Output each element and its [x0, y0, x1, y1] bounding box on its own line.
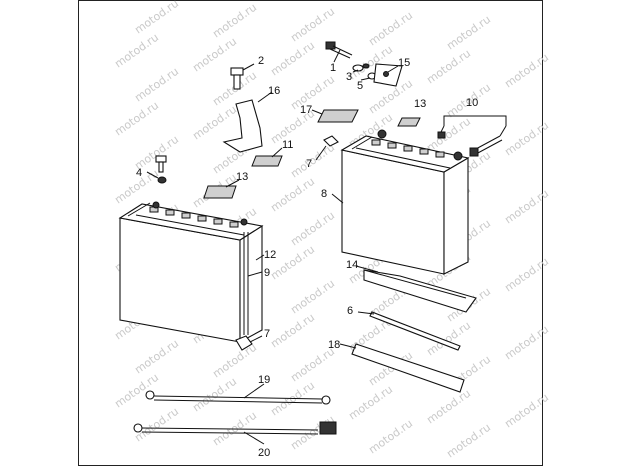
watermark-text: motod.ru: [210, 1, 259, 41]
watermark-text: motod.ru: [210, 341, 259, 381]
callout-5: 5: [357, 80, 363, 92]
watermark-text: motod.ru: [268, 39, 317, 79]
watermark-text: motod.ru: [424, 115, 473, 155]
pad-11: [251, 155, 283, 167]
bracket-15: [373, 63, 403, 87]
watermark-text: motod.ru: [288, 141, 337, 181]
screw-2: [230, 67, 244, 90]
callout-14: 14: [346, 259, 358, 271]
watermark-text: motod.ru: [112, 99, 161, 139]
watermark-text: motod.ru: [132, 337, 181, 377]
cable-19: [145, 390, 331, 405]
watermark-text: motod.ru: [288, 209, 337, 249]
cable-20: [133, 421, 337, 435]
callout-1: 1: [330, 62, 336, 74]
watermark-text: motod.ru: [366, 417, 415, 457]
cell-caps-right: [371, 139, 445, 158]
callout-18: 18: [328, 339, 340, 351]
watermark-text: motod.ru: [190, 375, 239, 415]
watermark-text: motod.ru: [424, 387, 473, 427]
watermark-text: motod.ru: [288, 73, 337, 113]
battery-left: [118, 201, 264, 343]
callout-9: 9: [264, 267, 270, 279]
callout-6: 6: [347, 305, 353, 317]
nut-7-top: [323, 135, 339, 147]
watermark-text: motod.ru: [502, 187, 551, 227]
watermark-text: motod.ru: [288, 5, 337, 45]
watermark-text: motod.ru: [132, 0, 181, 36]
watermark-text: motod.ru: [112, 31, 161, 71]
watermark-text: motod.ru: [112, 371, 161, 411]
watermark-text: motod.ru: [190, 103, 239, 143]
watermark-text: motod.ru: [346, 383, 395, 423]
watermark-text: motod.ru: [502, 391, 551, 431]
watermark-text: motod.ru: [502, 255, 551, 295]
pad-14: [363, 269, 477, 313]
watermark-text: motod.ru: [424, 47, 473, 87]
screw-4: [155, 155, 167, 184]
strip-18: [351, 343, 465, 393]
watermark-text: motod.ru: [444, 13, 493, 53]
callout-16: 16: [268, 85, 280, 97]
callout-11: 11: [282, 139, 293, 151]
callout-12: 12: [264, 249, 276, 261]
callout-7-bottom: 7: [264, 328, 270, 340]
bracket-16: [222, 99, 263, 153]
pad-17: [317, 109, 359, 123]
callout-19: 19: [258, 374, 270, 386]
nut-3: [352, 64, 364, 72]
callout-17: 17: [300, 104, 312, 116]
callout-7-top: 7: [306, 158, 312, 170]
callout-13-top: 13: [414, 98, 426, 110]
watermark-text: motod.ru: [502, 323, 551, 363]
callout-2: 2: [258, 55, 264, 67]
leader-lines: [146, 49, 507, 445]
pad-13-top: [397, 117, 421, 127]
watermark-text: motod.ru: [502, 51, 551, 91]
callout-15: 15: [398, 57, 410, 69]
callout-4: 4: [136, 167, 142, 179]
pad-13-left: [203, 185, 237, 199]
cell-caps-left: [149, 206, 239, 228]
bolt-1: [325, 41, 353, 59]
watermark-text: motod.ru: [288, 277, 337, 317]
nut-7-bottom: [235, 335, 253, 351]
battery-right: [340, 129, 470, 275]
vent-6: [369, 311, 461, 351]
watermark-text: motod.ru: [366, 9, 415, 49]
watermark-text: motod.ru: [502, 119, 551, 159]
callout-8: 8: [321, 188, 327, 200]
watermark-text: motod.ru: [132, 65, 181, 105]
callout-labels: 1 2 3 4 5 6 7 7 8 9 10 11 12 13 13 14 15…: [136, 55, 478, 459]
callout-20: 20: [258, 447, 270, 459]
watermark-text: motod.ru: [268, 175, 317, 215]
callout-13-left: 13: [236, 171, 248, 183]
callout-3: 3: [346, 71, 352, 83]
callout-10: 10: [466, 97, 478, 109]
watermark-text: motod.ru: [268, 311, 317, 351]
watermark-text: motod.ru: [444, 421, 493, 461]
